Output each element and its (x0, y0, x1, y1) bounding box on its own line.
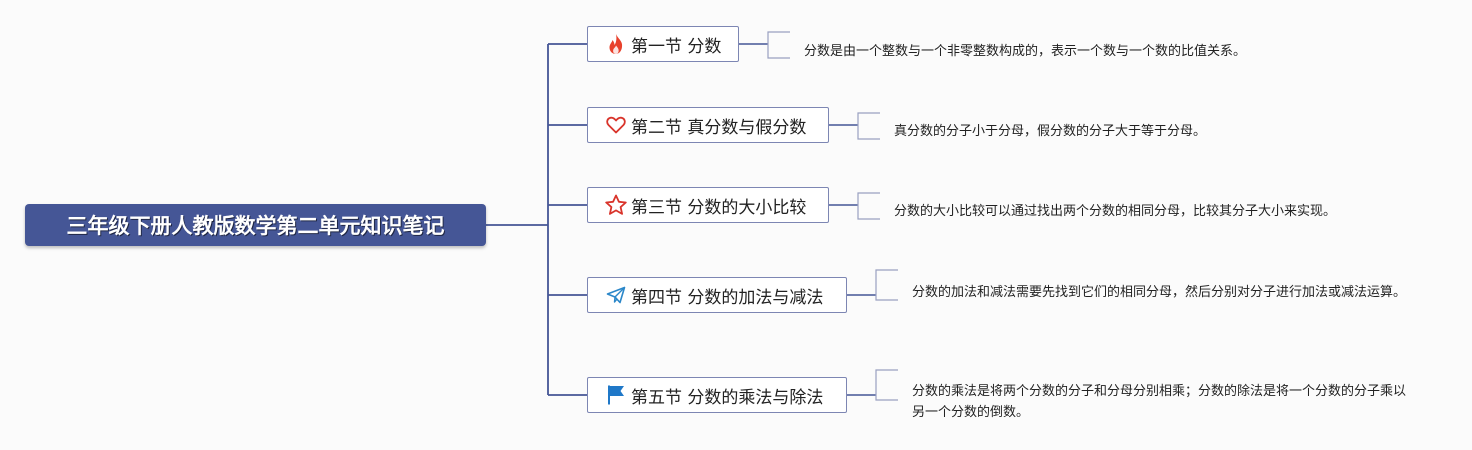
section-node-3[interactable]: 第三节 分数的大小比较 (587, 187, 829, 223)
section-node-2[interactable]: 第二节 真分数与假分数 (587, 107, 829, 143)
fire-icon (605, 33, 627, 55)
section-note-4: 分数的加法和减法需要先找到它们的相同分母，然后分别对分子进行加法或减法运算。 (912, 285, 1407, 300)
root-topic[interactable]: 三年级下册人教版数学第二单元知识笔记 (25, 204, 486, 246)
paper-plane-icon (605, 284, 627, 306)
section-node-5[interactable]: 第五节 分数的乘法与除法 (587, 377, 847, 413)
root-title: 三年级下册人教版数学第二单元知识笔记 (66, 214, 445, 238)
section-note-1: 分数是由一个整数与一个非零整数构成的，表示一个数与一个数的比值关系。 (804, 44, 1247, 59)
heart-icon (605, 114, 627, 136)
bracket-5 (875, 369, 898, 401)
flag-icon (605, 384, 627, 406)
bracket-2 (857, 112, 880, 140)
section-node-1[interactable]: 第一节 分数 (587, 26, 739, 62)
bracket-1 (767, 31, 790, 59)
section-label: 第一节 分数 (631, 36, 722, 57)
section-note-2: 真分数的分子小于分母，假分数的分子大于等于分母。 (894, 124, 1207, 139)
bracket-4 (875, 269, 898, 301)
bracket-3 (857, 192, 880, 220)
section-node-4[interactable]: 第四节 分数的加法与减法 (587, 277, 847, 313)
section-label: 第二节 真分数与假分数 (631, 117, 807, 138)
section-note-5: 分数的乘法是将两个分数的分子和分母分别相乘；分数的除法是将一个分数的分子乘以另一… (912, 384, 1407, 420)
section-label: 第三节 分数的大小比较 (631, 197, 807, 218)
star-icon (605, 194, 627, 216)
section-note-3: 分数的大小比较可以通过找出两个分数的相同分母，比较其分子大小来实现。 (894, 204, 1337, 219)
section-label: 第五节 分数的乘法与除法 (631, 387, 824, 408)
section-label: 第四节 分数的加法与减法 (631, 287, 824, 308)
